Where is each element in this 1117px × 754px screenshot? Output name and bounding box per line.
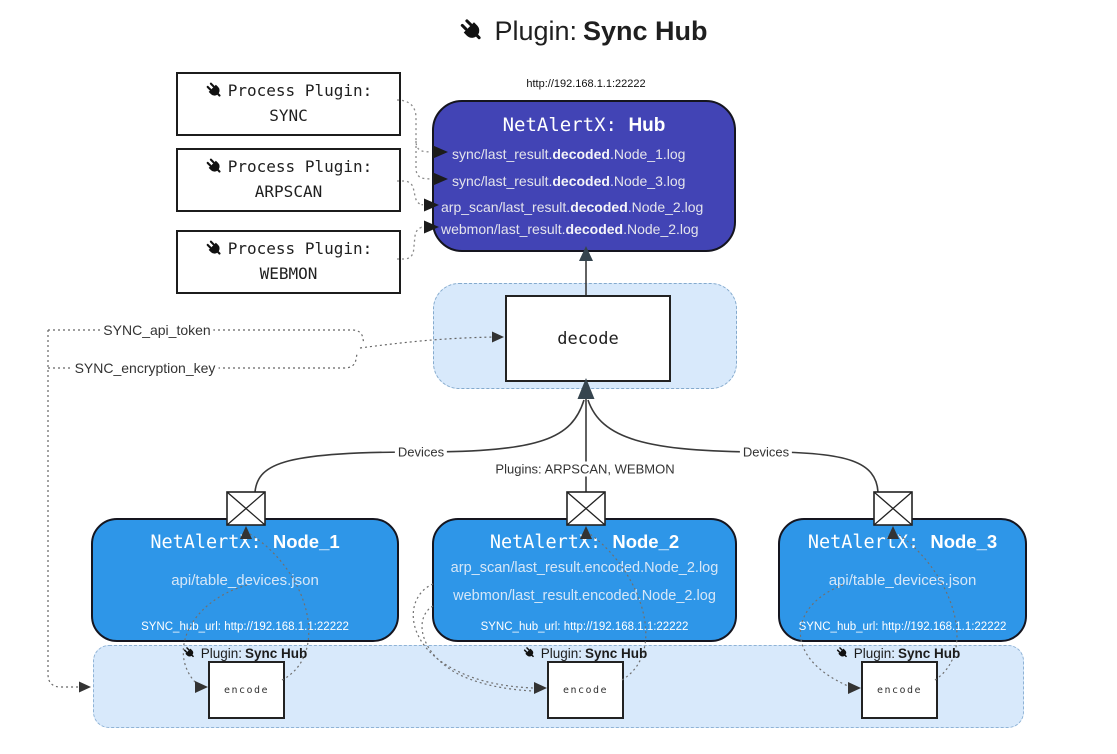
sync-api-token-label: SYNC_api_token [100, 322, 214, 338]
node-title: NetAlertX: Node_3 [807, 531, 998, 553]
hub-title: NetAlertX: Hub [502, 114, 666, 136]
node-hub-url: SYNC_hub_url: http://192.168.1.1:22222 [480, 621, 689, 633]
plug-icon [183, 647, 194, 658]
process-plugin-box-arpscan: Process Plugin: ARPSCAN [176, 148, 401, 212]
process-plugin-name: SYNC [269, 106, 308, 125]
devices-label-left: Devices [394, 444, 448, 460]
node-file-label: webmon/last_result.encoded.Node_2.log [453, 588, 716, 604]
node-file-label: api/table_devices.json [828, 572, 977, 589]
title-prefix: Plugin: [494, 16, 578, 46]
plug-icon [836, 647, 847, 658]
hub-url-label: http://192.168.1.1:22222 [526, 78, 646, 90]
hub-box: NetAlertX: Hub sync/last_result.decoded.… [432, 100, 736, 252]
sync-encryption-key-label: SYNC_encryption_key [71, 360, 219, 376]
node-file-label: api/table_devices.json [171, 572, 319, 589]
hub-log-line: webmon/last_result.decoded.Node_2.log [441, 221, 699, 237]
encode-label: encode [876, 684, 923, 696]
page-title: Plugin: Sync Hub [458, 16, 708, 47]
title-name: Sync Hub [583, 16, 708, 46]
encode-box: encode [861, 661, 938, 719]
process-plugin-box-webmon: Process Plugin: WEBMON [176, 230, 401, 294]
process-plugin-label: Process Plugin: [227, 239, 373, 259]
node-file-label: arp_scan/last_result.encoded.Node_2.log [450, 560, 719, 576]
encode-box: encode [208, 661, 285, 719]
hub-log-line: sync/last_result.decoded.Node_3.log [452, 173, 686, 189]
decode-box: decode [505, 295, 671, 382]
node-box-node1: NetAlertX: Node_1 api/table_devices.json… [91, 518, 399, 642]
encode-plugin-label: Plugin:Sync Hub [836, 646, 960, 661]
hub-log-line: arp_scan/last_result.decoded.Node_2.log [441, 199, 704, 215]
process-plugin-name: WEBMON [259, 264, 318, 283]
process-plugin-box-sync: Process Plugin: SYNC [176, 72, 401, 136]
node-hub-url: SYNC_hub_url: http://192.168.1.1:22222 [798, 621, 1007, 633]
plug-icon [523, 647, 534, 658]
plug-icon [206, 240, 221, 255]
process-plugin-label: Process Plugin: [227, 81, 373, 101]
node-title: NetAlertX: Node_2 [489, 531, 680, 553]
process-plugin-name: ARPSCAN [254, 182, 323, 201]
encode-box: encode [547, 661, 624, 719]
encode-plugin-label: Plugin:Sync Hub [183, 646, 307, 661]
plug-icon [460, 18, 481, 39]
devices-label-right: Devices [739, 444, 793, 460]
plugins-label: Plugins: ARPSCAN, WEBMON [492, 461, 678, 477]
decode-label: decode [557, 328, 619, 349]
encode-plugin-label: Plugin:Sync Hub [523, 646, 647, 661]
process-to-hub-connectors [396, 99, 431, 260]
strip-in-arrow [79, 681, 91, 693]
process-plugin-label: Process Plugin: [227, 157, 373, 177]
encode-label: encode [562, 684, 609, 696]
plug-icon [206, 82, 221, 97]
hub-log-line: sync/last_result.decoded.Node_1.log [452, 146, 686, 162]
node-hub-url: SYNC_hub_url: http://192.168.1.1:22222 [141, 621, 349, 633]
encode-label: encode [223, 684, 270, 696]
node-box-node2: NetAlertX: Node_2 arp_scan/last_result.e… [432, 518, 737, 642]
node-box-node3: NetAlertX: Node_3 api/table_devices.json… [778, 518, 1027, 642]
plug-icon [206, 158, 221, 173]
node-title: NetAlertX: Node_1 [150, 531, 340, 553]
